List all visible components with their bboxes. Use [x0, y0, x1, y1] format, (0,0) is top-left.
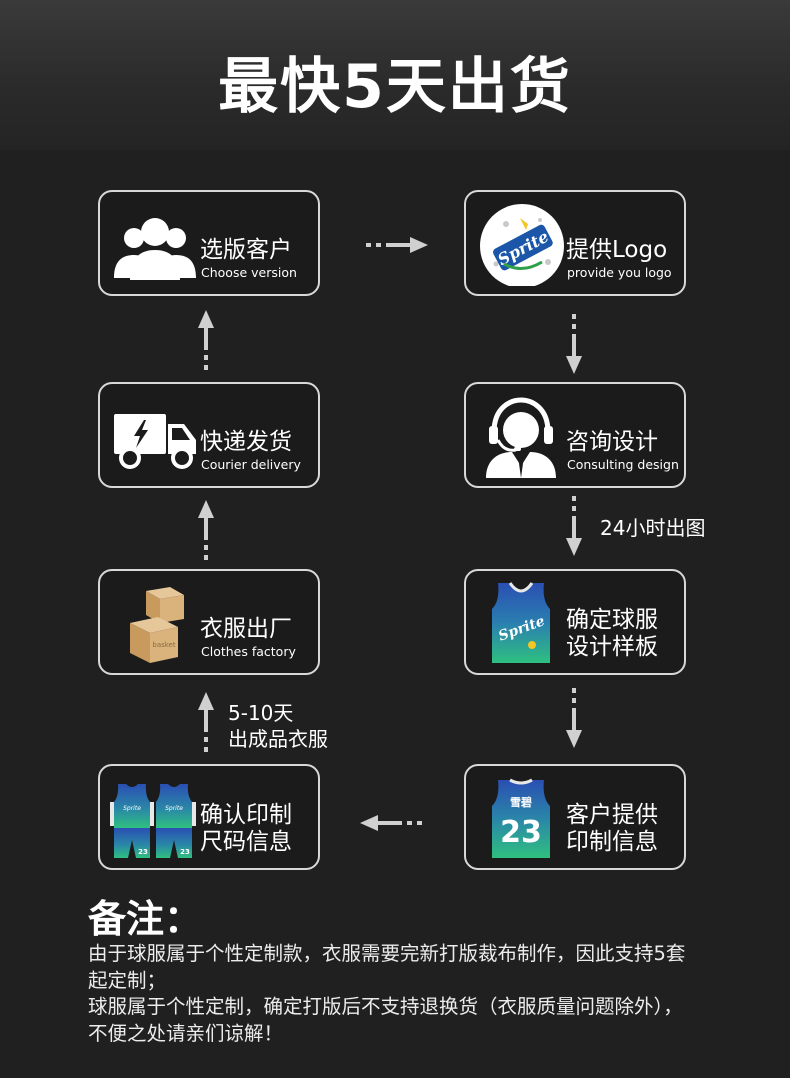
step-title-line2: 印制信息	[566, 829, 658, 855]
boxes-icon: basket	[130, 587, 184, 663]
uniform-number-left: 23	[138, 848, 148, 856]
uniform-logo-left: Sprite	[123, 805, 141, 812]
arrow-down-icon	[566, 496, 582, 556]
uniform-set-icon: Sprite Sprite 23 23	[110, 784, 196, 858]
step-title-line1: 确定球服	[566, 607, 658, 633]
uniform-number-right: 23	[180, 848, 190, 856]
step-title: 选版客户	[200, 237, 292, 263]
arrow-up-icon	[198, 692, 214, 752]
step-title-line2: 尺码信息	[200, 829, 292, 855]
headset-agent-icon	[486, 397, 556, 478]
step-subtitle: Courier delivery	[201, 457, 301, 472]
note-title: 备注：	[88, 897, 203, 941]
step-courier-delivery: 快递发货 Courier delivery	[98, 382, 320, 488]
step-consulting-design: 咨询设计 Consulting design	[464, 382, 686, 488]
sprite-logo-icon: Sprite	[480, 204, 564, 286]
arrow-right-icon	[366, 237, 428, 253]
note-paragraph-2: 球服属于个性定制，确定打版后不支持退换货（衣服质量问题除外），不便之处请亲们谅解…	[88, 995, 683, 1045]
note-paragraph-1: 由于球服属于个性定制款，衣服需要完新打版裁布制作，因此支持5套起定制；	[88, 942, 686, 992]
step-title: 提供Logo	[566, 237, 668, 263]
uniform-logo-right: Sprite	[165, 805, 183, 812]
turnaround-hours-label: 24小时出图	[600, 516, 706, 540]
arrow-left-icon	[360, 815, 422, 831]
step-subtitle: Consulting design	[567, 457, 679, 472]
arrow-down-icon	[566, 688, 582, 748]
delivery-truck-icon	[114, 414, 196, 469]
page-title: 最快5天出货	[218, 52, 572, 122]
jersey-icon: Sprite	[492, 582, 550, 663]
header-banner: 最快5天出货	[0, 0, 790, 150]
step-print-info: 雪碧 23 客户提供 印制信息	[464, 764, 686, 870]
step-title: 衣服出厂	[200, 616, 292, 642]
arrow-up-icon	[198, 500, 214, 560]
jersey-number-icon: 雪碧 23	[492, 778, 550, 858]
step-title: 咨询设计	[566, 429, 658, 455]
production-output-label: 出成品衣服	[228, 727, 328, 751]
step-subtitle: Choose version	[201, 265, 297, 280]
jersey-brand: 雪碧	[510, 795, 532, 809]
jersey-number: 23	[500, 815, 542, 850]
step-provide-logo: Sprite 提供Logo provide you logo	[464, 190, 686, 296]
step-title-line1: 客户提供	[566, 802, 658, 828]
step-size-info: Sprite Sprite 23 23 确认印制 尺码信息	[98, 764, 320, 870]
step-choose-version: 选版客户 Choose version	[98, 190, 320, 296]
arrow-up-icon	[198, 310, 214, 370]
production-days-label: 5-10天	[228, 701, 294, 725]
step-title-line2: 设计样板	[566, 634, 658, 660]
step-title: 快递发货	[200, 429, 292, 455]
group-users-icon	[114, 218, 196, 280]
arrow-down-icon	[566, 314, 582, 374]
step-subtitle: provide you logo	[567, 265, 672, 280]
step-subtitle: Clothes factory	[201, 644, 296, 659]
box-label: basket	[152, 641, 175, 649]
step-confirm-sample: Sprite 确定球服 设计样板	[464, 569, 686, 675]
step-clothes-factory: basket 衣服出厂 Clothes factory	[98, 569, 320, 675]
step-title-line1: 确认印制	[200, 802, 292, 828]
